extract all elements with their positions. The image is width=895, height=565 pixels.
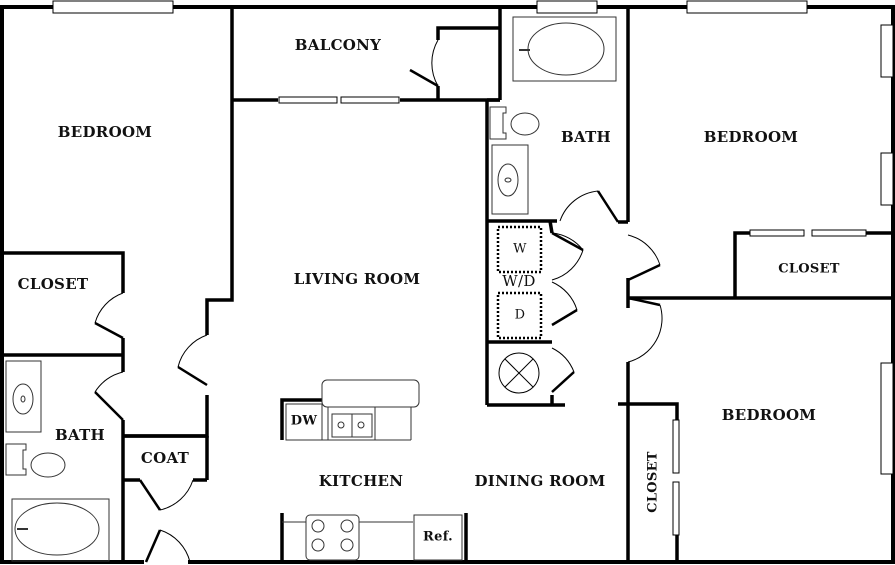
doors: [94, 39, 663, 563]
room-label-living-room: LIVING ROOM: [293, 270, 421, 288]
appliance-label-washer: W: [513, 241, 527, 257]
room-label-bedroom-left: BEDROOM: [57, 123, 153, 141]
room-label-bath-top: BATH: [560, 128, 612, 146]
appliance-label-refrigerator: Ref.: [423, 529, 453, 545]
room-label-laundry: W/D: [502, 272, 536, 290]
fixtures: [5, 16, 617, 562]
room-label-coat: COAT: [140, 449, 190, 467]
room-label-bedroom-bottom-right: BEDROOM: [721, 406, 817, 424]
room-label-balcony: BALCONY: [294, 36, 382, 54]
room-label-closet-top-right: CLOSET: [778, 261, 840, 277]
appliance-label-dishwasher: DW: [290, 413, 318, 429]
room-label-closet-bottom-right: CLOSET: [645, 451, 661, 513]
bathtub-top: [512, 16, 617, 82]
interior-walls: [2, 7, 893, 562]
appliance-label-dryer: D: [514, 307, 526, 323]
windows: [52, 0, 894, 536]
room-label-dining-room: DINING ROOM: [474, 472, 606, 490]
room-label-kitchen: KITCHEN: [318, 472, 404, 490]
room-label-bedroom-top-right: BEDROOM: [703, 128, 799, 146]
room-label-closet-left: CLOSET: [17, 275, 89, 293]
room-label-bath-left: BATH: [54, 426, 106, 444]
